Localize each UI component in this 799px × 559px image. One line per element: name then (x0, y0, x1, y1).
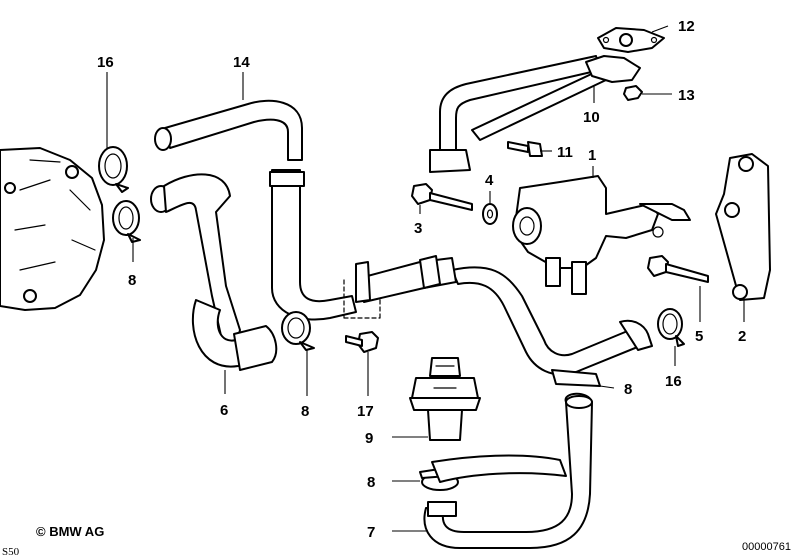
callout-6: 6 (220, 402, 228, 419)
callout-8: 8 (367, 474, 375, 491)
callout-2: 2 (738, 328, 746, 345)
hose-6 (150, 173, 278, 371)
bolt-17 (345, 331, 379, 353)
engine-block (0, 147, 105, 311)
pipe-center (343, 255, 457, 319)
callout-15: 16 (97, 54, 114, 71)
bolt-3 (411, 183, 473, 211)
callout-4: 4 (485, 172, 494, 189)
callout-14: 14 (233, 54, 250, 71)
valve-9 (409, 357, 481, 441)
callout-16: 16 (665, 373, 682, 390)
hose-clamp-16 (657, 308, 685, 347)
bolt-5 (647, 255, 709, 283)
hose-clamp-8-left (112, 200, 141, 243)
nut-13 (623, 85, 643, 101)
catalog-code: S50 (2, 546, 20, 558)
callout-1: 1 (588, 147, 596, 164)
callout-12: 12 (678, 18, 695, 35)
callout-17: 17 (357, 403, 374, 420)
callout-8: 8 (301, 403, 309, 420)
callout-5: 5 (695, 328, 703, 345)
thermostat-housing-1 (512, 175, 691, 295)
bolt-11 (507, 141, 543, 157)
leader-lines (106, 25, 745, 532)
callout-7: 7 (367, 524, 375, 541)
callout-11: 11 (557, 144, 573, 161)
hose-clamp-8-mid (281, 311, 315, 351)
callout-13: 13 (678, 87, 695, 104)
bracket-2 (715, 153, 771, 301)
callout-8: 8 (624, 381, 632, 398)
gasket-12 (597, 27, 665, 53)
callout-3: 3 (414, 220, 422, 237)
callout-labels: 16 14 8 6 8 17 3 4 1 11 10 12 13 5 2 16 … (97, 18, 746, 541)
copyright-notice: © BMW AG (36, 524, 105, 539)
washer-4 (482, 203, 498, 225)
pipe-10 (429, 55, 641, 173)
hose-clamp-15 (98, 146, 129, 193)
hose-7 (423, 392, 593, 549)
pipe-right-lower (451, 266, 653, 376)
hose-clamp-8-right (551, 369, 601, 387)
callout-10: 10 (583, 109, 600, 126)
callout-9: 9 (365, 430, 373, 447)
callout-8: 8 (128, 272, 136, 289)
document-number: 00000761 (742, 541, 791, 553)
hose-14 (154, 99, 357, 321)
